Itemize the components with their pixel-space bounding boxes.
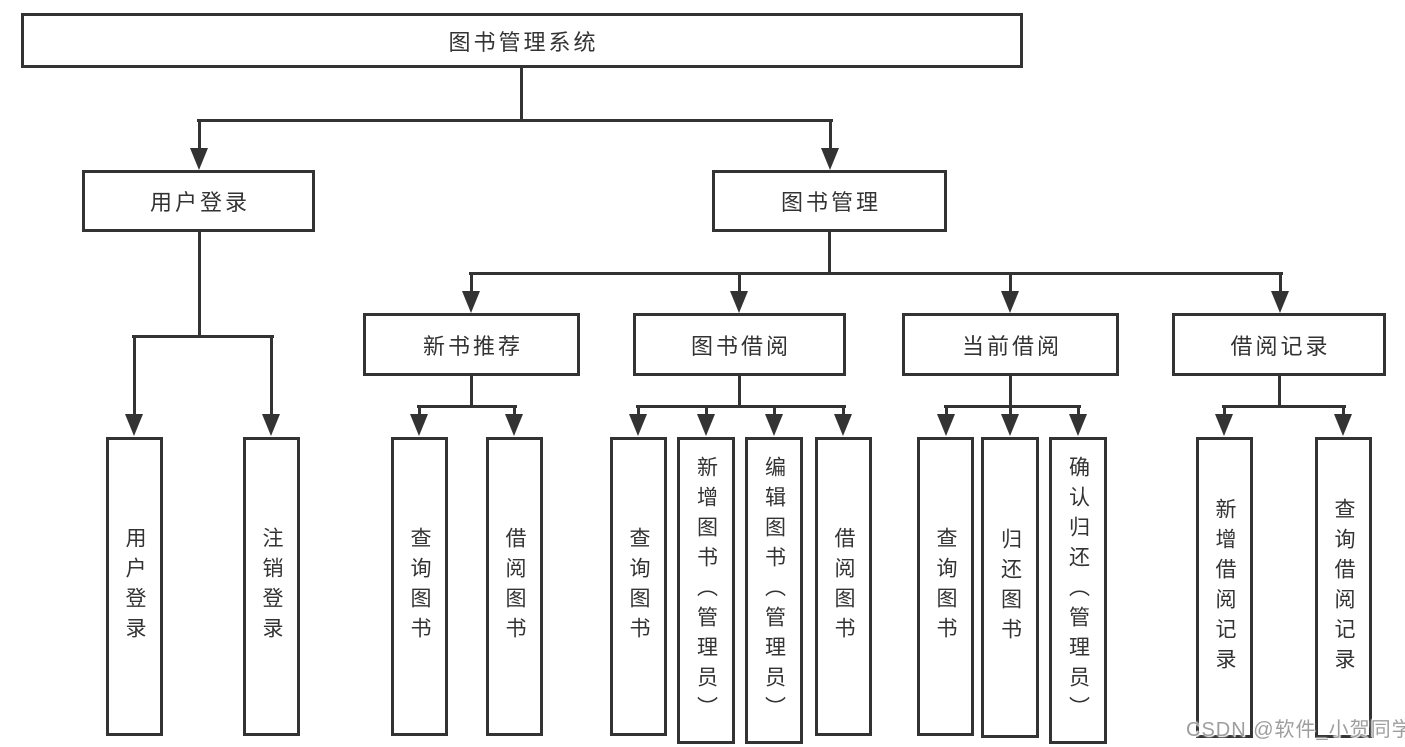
leaf-borrow-books-recommend-label: 借阅图书	[503, 526, 526, 647]
node-new-book-recommend: 新书推荐	[363, 313, 580, 376]
leaf-query-borrow-record: 查询借阅记录	[1315, 437, 1372, 738]
arrow-down-icon	[1215, 414, 1233, 436]
connector-line	[1278, 376, 1281, 406]
arrow-shaft	[1077, 405, 1080, 422]
arrow-shaft	[842, 405, 845, 422]
arrow-shaft	[133, 335, 136, 422]
leaf-user-login-label: 用户登录	[123, 526, 146, 647]
arrow-shaft	[945, 405, 948, 422]
leaf-query-books-borrowing-label: 查询图书	[627, 526, 650, 647]
connector-line	[470, 376, 473, 406]
leaf-confirm-return-admin: 确认归还（管理员）	[1049, 437, 1107, 744]
node-book-borrowing: 图书借阅	[633, 313, 846, 376]
arrow-shaft	[1009, 272, 1012, 299]
connector-line	[520, 68, 523, 120]
connector-line	[1009, 376, 1012, 406]
leaf-edit-books-admin-label: 编辑图书（管理员）	[762, 455, 786, 726]
leaf-query-books-recommend-label: 查询图书	[408, 526, 431, 647]
leaf-query-books-current-label: 查询图书	[934, 526, 957, 647]
leaf-return-books: 归还图书	[981, 437, 1039, 738]
arrow-down-icon	[1001, 414, 1019, 436]
arrow-down-icon	[190, 148, 208, 170]
leaf-user-login: 用户登录	[106, 437, 163, 736]
arrow-shaft	[1279, 272, 1282, 299]
arrow-down-icon	[1069, 414, 1087, 436]
arrow-shaft	[418, 405, 421, 422]
node-book-borrowing-label: 图书借阅	[690, 333, 791, 359]
arrow-shaft	[470, 272, 473, 299]
arrow-down-icon	[821, 148, 839, 170]
node-book-management-label: 图书管理	[780, 190, 881, 215]
arrow-shaft	[829, 119, 832, 156]
leaf-borrow-books-label: 借阅图书	[832, 526, 855, 647]
arrow-shaft	[637, 405, 640, 422]
arrow-down-icon	[730, 291, 748, 313]
arrow-down-icon	[1334, 414, 1352, 436]
arrow-down-icon	[505, 414, 523, 436]
arrow-down-icon	[125, 414, 143, 436]
connector-line	[417, 405, 517, 408]
connector-line	[636, 405, 846, 408]
arrow-down-icon	[1271, 291, 1289, 313]
arrow-shaft	[738, 272, 741, 299]
connector-line	[738, 376, 741, 406]
arrow-shaft	[270, 335, 273, 422]
leaf-query-books-borrowing: 查询图书	[610, 437, 667, 736]
node-borrowing-records: 借阅记录	[1172, 313, 1386, 376]
node-current-borrowing-label: 当前借阅	[961, 333, 1062, 359]
connector-line	[828, 232, 831, 273]
node-library-system-label: 图书管理系统	[448, 29, 599, 55]
connector-line	[469, 272, 1283, 275]
leaf-return-books-label: 归还图书	[998, 527, 1022, 648]
arrow-down-icon	[937, 414, 955, 436]
leaf-logout-login-label: 注销登录	[260, 526, 283, 647]
node-current-borrowing: 当前借阅	[902, 313, 1119, 376]
connector-line	[132, 335, 274, 338]
arrow-down-icon	[834, 414, 852, 436]
arrow-shaft	[513, 405, 516, 422]
leaf-logout-login: 注销登录	[243, 437, 300, 736]
arrow-shaft	[1223, 405, 1226, 422]
connector-line	[197, 119, 833, 122]
leaf-add-borrow-record: 新增借阅记录	[1196, 437, 1253, 738]
leaf-query-books-current: 查询图书	[917, 437, 974, 736]
leaf-query-borrow-record-label: 查询借阅记录	[1332, 497, 1355, 678]
node-user-login-label: 用户登录	[149, 190, 250, 215]
arrow-down-icon	[462, 291, 480, 313]
arrow-shaft	[773, 405, 776, 422]
connector-line	[944, 405, 1081, 408]
arrow-shaft	[705, 405, 708, 422]
leaf-query-books-recommend: 查询图书	[391, 437, 448, 736]
node-user-login: 用户登录	[82, 170, 315, 232]
node-new-book-recommend-label: 新书推荐	[422, 333, 523, 359]
leaf-add-books-admin: 新增图书（管理员）	[677, 437, 735, 744]
leaf-borrow-books: 借阅图书	[815, 437, 872, 736]
arrow-shaft	[1342, 405, 1345, 422]
node-book-management: 图书管理	[712, 170, 947, 232]
arrow-down-icon	[765, 414, 783, 436]
arrow-down-icon	[410, 414, 428, 436]
leaf-add-borrow-record-label: 新增借阅记录	[1213, 497, 1236, 678]
leaf-borrow-books-recommend: 借阅图书	[486, 437, 543, 736]
arrow-down-icon	[262, 414, 280, 436]
connector-line	[198, 232, 201, 337]
arrow-down-icon	[629, 414, 647, 436]
arrow-down-icon	[697, 414, 715, 436]
arrow-down-icon	[1001, 291, 1019, 313]
watermark: CSDN @软件_小贺同学	[1186, 719, 1405, 741]
connector-line	[1222, 405, 1346, 408]
arrow-shaft	[1009, 405, 1012, 422]
arrow-shaft	[198, 119, 201, 156]
node-borrowing-records-label: 借阅记录	[1230, 333, 1331, 359]
leaf-edit-books-admin: 编辑图书（管理员）	[745, 437, 803, 744]
leaf-add-books-admin-label: 新增图书（管理员）	[694, 455, 718, 726]
node-library-system: 图书管理系统	[21, 13, 1023, 68]
leaf-confirm-return-admin-label: 确认归还（管理员）	[1066, 455, 1090, 726]
